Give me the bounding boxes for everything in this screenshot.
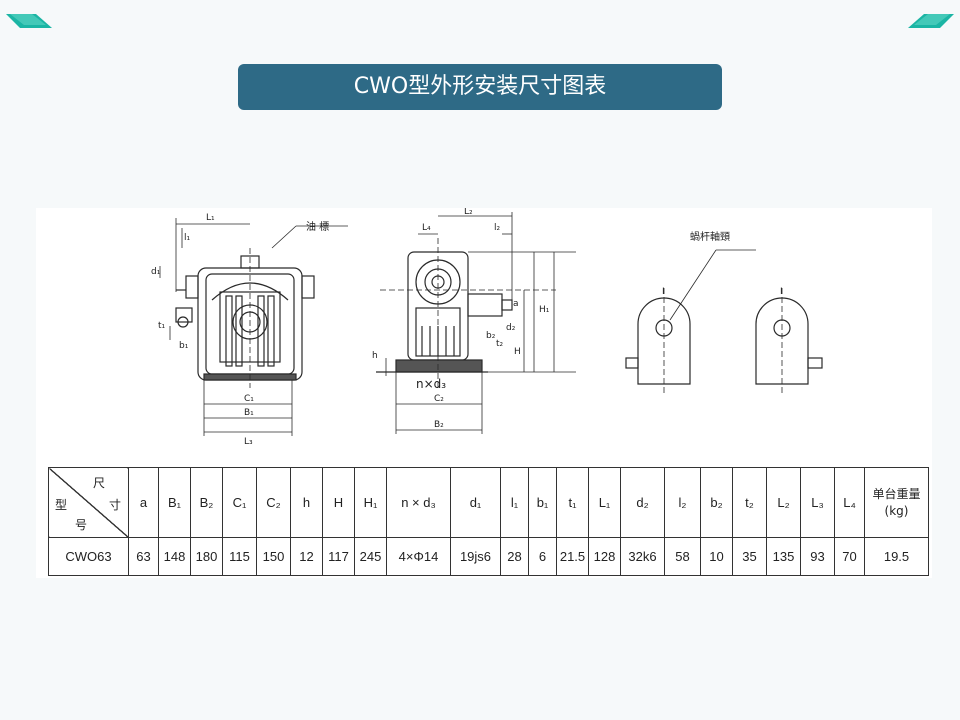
table-header-cell: C₁ [222, 467, 257, 538]
side-dim-d2: d₂ [506, 323, 516, 333]
table-header-cell: B₁ [158, 467, 191, 538]
worm-journal-right-drawing [755, 288, 823, 394]
side-dim-H1: H₁ [539, 305, 550, 315]
table-cell: 93 [800, 537, 835, 576]
oil-plug-label: 油 標 [306, 220, 329, 233]
corner-label-size: 尺 [93, 476, 106, 490]
table-header-cell: B₂ [190, 467, 223, 538]
weight-header-cell: 单台重量 (kg) [864, 467, 929, 538]
corner-label-model: 型 [55, 498, 68, 512]
worm-journal-left-drawing [625, 249, 756, 394]
table-cell: 115 [222, 537, 257, 576]
side-dim-B2: B₂ [434, 420, 444, 430]
table-header-cell: b₂ [700, 467, 733, 538]
side-dim-b2: b₂ [486, 331, 496, 341]
table-header-cell: C₂ [256, 467, 291, 538]
side-dim-H: H [514, 347, 521, 357]
side-dim-a: a [513, 299, 519, 309]
table-cell: 148 [158, 537, 191, 576]
table-header-cell: L₂ [766, 467, 801, 538]
weight-cell: 19.5 [864, 537, 929, 576]
drawing-sheet: L₁ l₁ d₁ t₁ b₁ C₁ B₁ L₃ 油 標 [36, 208, 932, 578]
table-cell: 21.5 [556, 537, 589, 576]
section-mark-left: I [662, 287, 665, 297]
side-dim-L4: L₄ [422, 223, 431, 233]
table-header-cell: h [290, 467, 323, 538]
corner-label-hao: 号 [75, 518, 88, 532]
table-cell: 117 [322, 537, 355, 576]
table-cell: 12 [290, 537, 323, 576]
corner-decoration-right [908, 14, 954, 28]
table-row: CWO63 63 148 180 115 150 12 117 245 4×Φ1… [48, 537, 929, 576]
model-cell: CWO63 [48, 537, 129, 576]
front-dim-l1: l₁ [184, 233, 191, 243]
side-dim-L2: L₂ [464, 208, 473, 217]
table-cell: 32k6 [620, 537, 665, 576]
table-header-cell: t₂ [732, 467, 767, 538]
table-header-cell: a [128, 467, 159, 538]
weight-header-unit: (kg) [884, 503, 909, 518]
table-cell: 70 [834, 537, 865, 576]
corner-decoration-left [6, 14, 52, 28]
worm-journal-label: 蝸杆軸頸 [690, 230, 730, 243]
section-mark-right: I [780, 287, 783, 297]
table-cell: 6 [528, 537, 557, 576]
side-dim-l2: l₂ [494, 223, 501, 233]
table-cell: 150 [256, 537, 291, 576]
front-dim-L3: L₃ [244, 437, 253, 447]
technical-drawing: L₁ l₁ d₁ t₁ b₁ C₁ B₁ L₃ 油 標 [151, 208, 823, 447]
table-header-cell: d₁ [450, 467, 501, 538]
table-cell: 19js6 [450, 537, 501, 576]
table-cell: 35 [732, 537, 767, 576]
table-cell: 10 [700, 537, 733, 576]
table-header-cell: t₁ [556, 467, 589, 538]
side-dim-t2: t₂ [496, 339, 504, 349]
table-header-cell: L₄ [834, 467, 865, 538]
front-view-drawing [159, 218, 348, 436]
front-dim-t1: t₁ [158, 321, 166, 331]
front-dim-C1: C₁ [244, 394, 254, 404]
table-header-cell: l₁ [500, 467, 529, 538]
weight-header-label: 单台重量 [872, 486, 921, 501]
table-cell: 128 [588, 537, 621, 576]
table-header-cell: d₂ [620, 467, 665, 538]
table-corner-cell: 尺 寸 型 号 [48, 467, 129, 538]
table-header-cell: H [322, 467, 355, 538]
table-cell: 4×Φ14 [386, 537, 451, 576]
slide-title: CWO型外形安装尺寸图表 [238, 64, 722, 110]
table-header-cell: l₂ [664, 467, 701, 538]
table-cell: 180 [190, 537, 223, 576]
table-cell: 135 [766, 537, 801, 576]
table-cell: 28 [500, 537, 529, 576]
table-cell: 63 [128, 537, 159, 576]
corner-label-cun: 寸 [109, 498, 122, 512]
table-header-cell: L₁ [588, 467, 621, 538]
table-header-row: 尺 寸 型 号 a B₁ B₂ C₁ C₂ h H H₁ n × d₃ d₁ l… [48, 467, 929, 538]
front-dim-d1: d₁ [151, 267, 161, 277]
table-header-cell: H₁ [354, 467, 387, 538]
table-header-cell: b₁ [528, 467, 557, 538]
side-view-drawing [376, 212, 576, 434]
table-header-cell: L₃ [800, 467, 835, 538]
side-dim-ndx: n×d₃ [416, 377, 446, 391]
side-dim-C2: C₂ [434, 394, 444, 404]
table-cell: 245 [354, 537, 387, 576]
front-dim-B1: B₁ [244, 408, 254, 418]
dimension-table: 尺 寸 型 号 a B₁ B₂ C₁ C₂ h H H₁ n × d₃ d₁ l… [48, 467, 929, 576]
front-dim-b1: b₁ [179, 341, 189, 351]
table-cell: 58 [664, 537, 701, 576]
front-dim-L1: L₁ [206, 213, 215, 223]
side-dim-h: h [372, 351, 378, 361]
table-header-cell: n × d₃ [386, 467, 451, 538]
